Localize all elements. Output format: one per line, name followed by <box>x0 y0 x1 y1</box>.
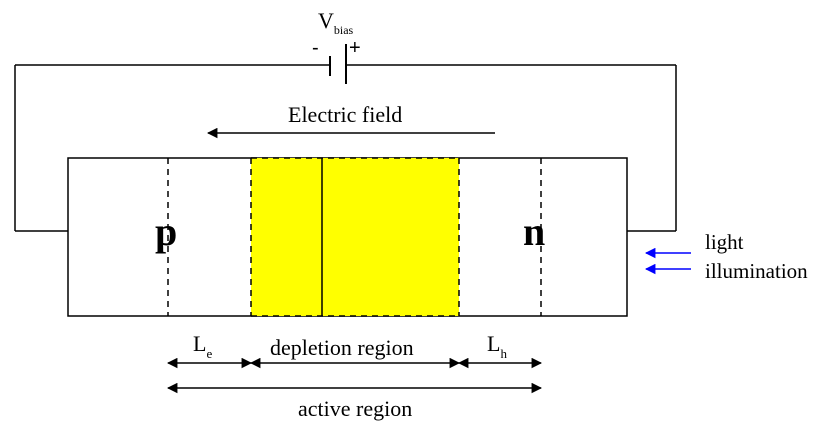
depletion-region-label: depletion region <box>270 335 414 360</box>
p-region-label: p <box>155 209 178 254</box>
light-arrows <box>644 247 691 275</box>
region-dimension-arrows <box>166 357 543 394</box>
le-label: Le <box>193 331 212 361</box>
lh-main-text: L <box>487 331 501 356</box>
n-region-label: n <box>523 209 546 254</box>
le-subscript: e <box>206 346 213 361</box>
vbias-label: Vbias <box>318 8 353 37</box>
bias-circuit <box>14 44 677 232</box>
light-label: light <box>705 230 744 254</box>
depletion-region-fill <box>251 158 459 316</box>
battery-plus-sign: + <box>349 37 361 59</box>
lh-subscript: h <box>500 346 507 361</box>
electric-field-label: Electric field <box>288 102 403 127</box>
active-region-label: active region <box>298 396 413 421</box>
le-main-text: L <box>193 331 207 356</box>
pn-junction <box>67 157 628 317</box>
battery-minus-sign: - <box>312 37 319 59</box>
illumination-label: illumination <box>705 259 808 283</box>
vbias-subscript: bias <box>333 23 354 37</box>
vbias-main-text: V <box>318 8 334 33</box>
lh-label: Lh <box>487 331 507 361</box>
